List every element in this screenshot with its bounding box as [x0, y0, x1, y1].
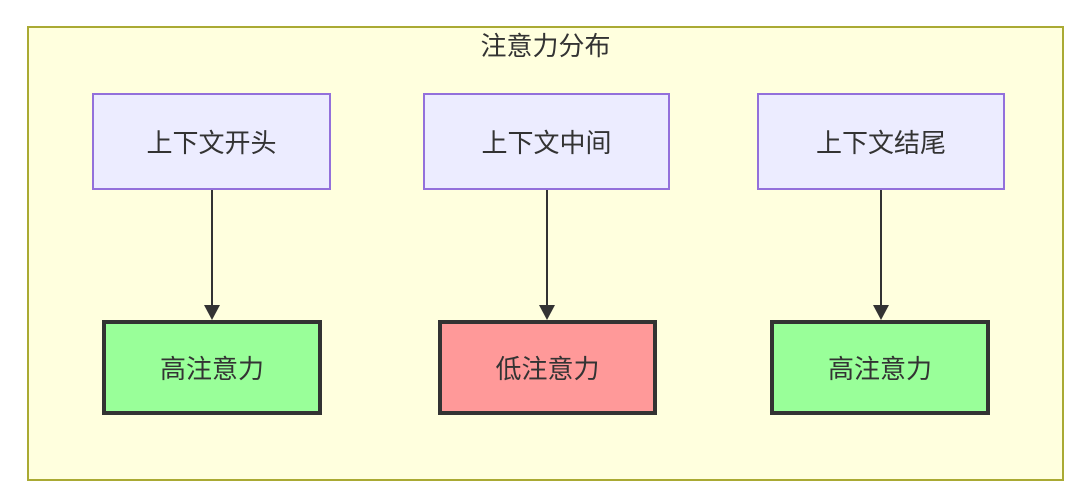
node-high-attention-2: 高注意力	[770, 320, 990, 415]
node-low-attention: 低注意力	[438, 320, 657, 415]
node-context-middle-label: 上下文中间	[481, 128, 612, 158]
arrowhead-down-icon	[539, 305, 555, 320]
node-high-attention-1-label: 高注意力	[159, 354, 264, 384]
node-context-end-label: 上下文结尾	[815, 128, 946, 158]
arrow-line	[546, 190, 548, 306]
node-context-start: 上下文开头	[92, 93, 331, 190]
edge-arrow-middle-to-low	[539, 190, 555, 320]
arrow-line	[880, 190, 882, 306]
edge-arrow-end-to-high	[873, 190, 889, 320]
arrowhead-down-icon	[873, 305, 889, 320]
node-context-start-label: 上下文开头	[146, 128, 277, 158]
arrow-line	[211, 190, 213, 306]
arrowhead-down-icon	[204, 305, 220, 320]
node-low-attention-label: 低注意力	[495, 354, 600, 384]
node-high-attention-2-label: 高注意力	[827, 354, 932, 384]
node-context-end: 上下文结尾	[757, 93, 1005, 190]
edge-arrow-start-to-high	[204, 190, 220, 320]
node-high-attention-1: 高注意力	[102, 320, 322, 415]
node-context-middle: 上下文中间	[423, 93, 670, 190]
cluster-title: 注意力分布	[480, 31, 611, 61]
